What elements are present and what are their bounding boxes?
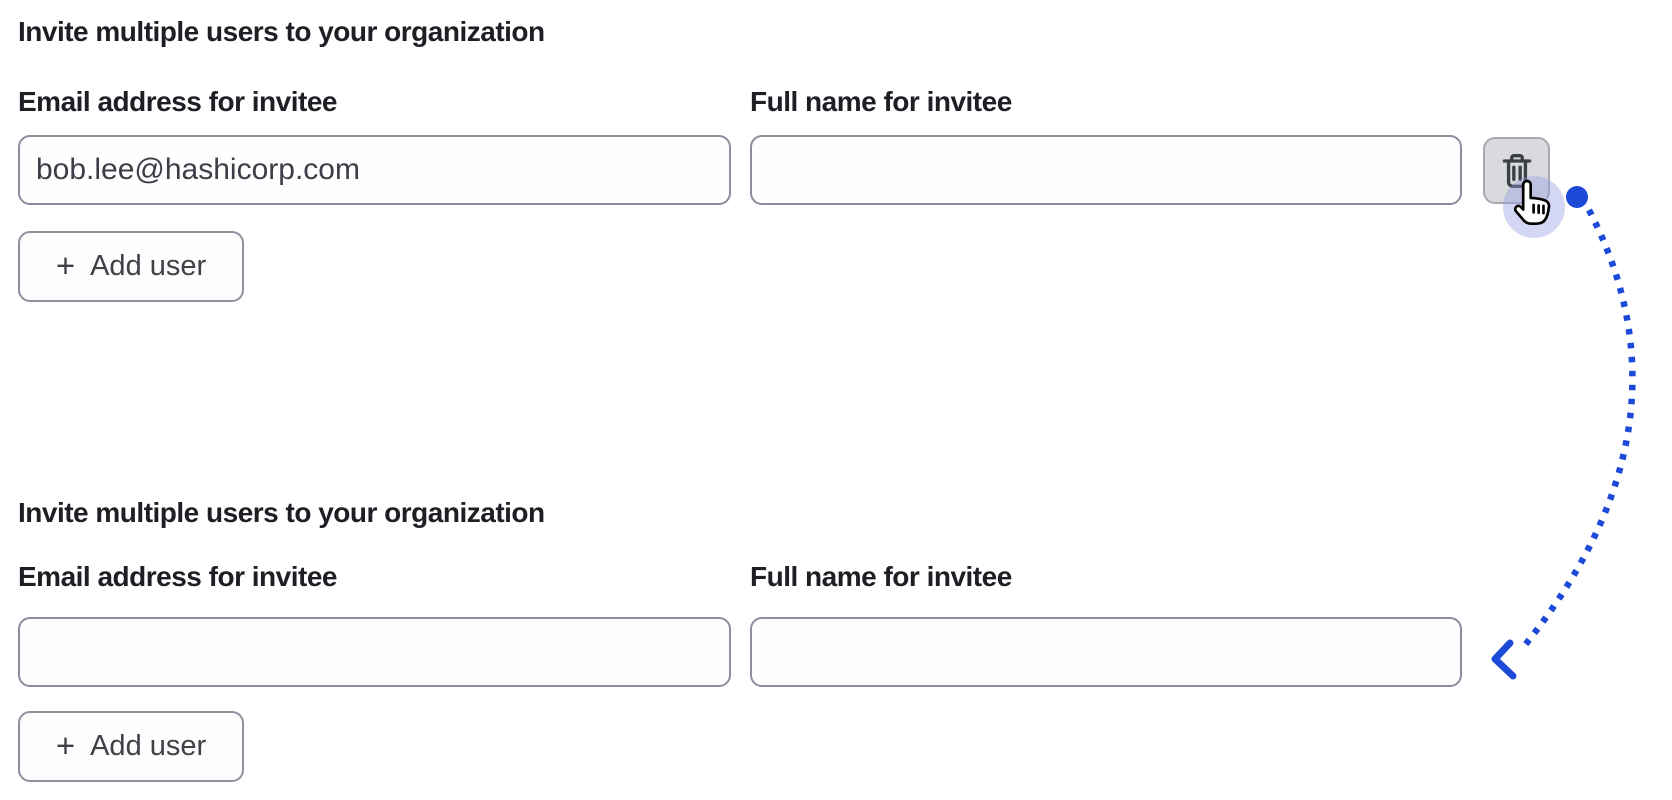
email-input[interactable]: [18, 135, 731, 205]
email-label: Email address for invitee: [18, 561, 337, 592]
annotation-start-dot: [1566, 186, 1588, 208]
plus-icon: +: [55, 726, 76, 764]
dotted-arrow: [1518, 208, 1636, 653]
add-user-button[interactable]: + Add user: [18, 231, 244, 302]
full-name-input[interactable]: [750, 617, 1462, 687]
delete-row-button[interactable]: [1483, 137, 1550, 204]
full-name-label: Full name for invitee: [750, 561, 1012, 592]
add-user-button[interactable]: + Add user: [18, 711, 244, 782]
email-label: Email address for invitee: [18, 86, 337, 117]
section-title: Invite multiple users to your organizati…: [18, 497, 545, 528]
email-input[interactable]: [18, 617, 731, 687]
add-user-label: Add user: [90, 730, 207, 762]
plus-icon: +: [55, 246, 76, 284]
full-name-input[interactable]: [750, 135, 1462, 205]
arrowhead-icon: [1491, 639, 1517, 680]
full-name-label: Full name for invitee: [750, 86, 1012, 117]
add-user-label: Add user: [90, 250, 207, 282]
section-title: Invite multiple users to your organizati…: [18, 16, 545, 47]
trash-icon: [1502, 153, 1531, 188]
